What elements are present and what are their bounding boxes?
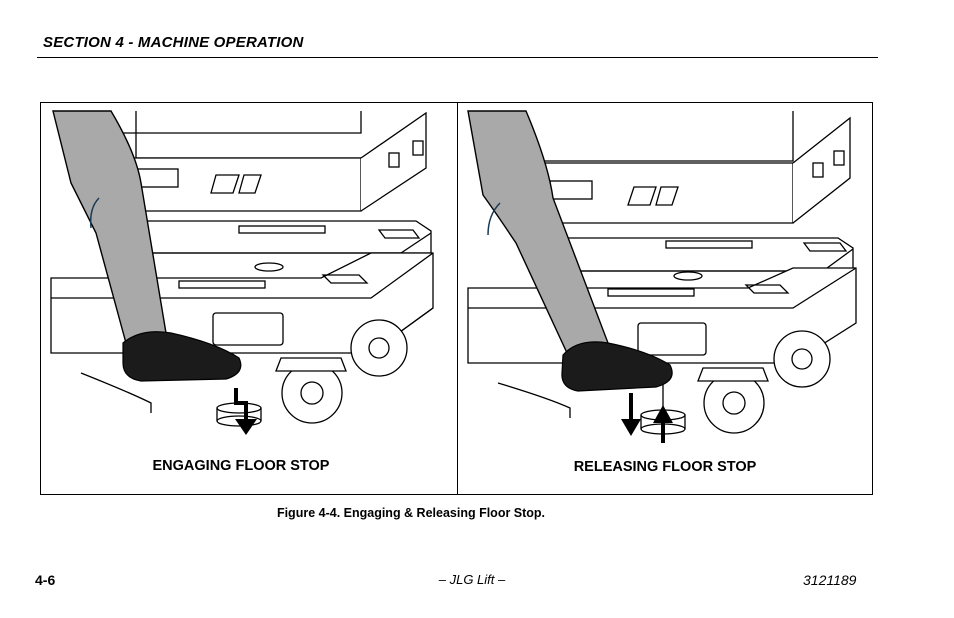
page-number: 4-6 — [35, 572, 56, 588]
panel-divider — [457, 103, 458, 494]
header-rule — [37, 57, 878, 58]
operator-shoe — [122, 331, 242, 382]
panel-engaging: ENGAGING FLOOR STOP — [41, 103, 457, 494]
section-title: SECTION 4 - MACHINE OPERATION — [43, 34, 304, 51]
figure-box: ENGAGING FLOOR STOP — [40, 102, 873, 495]
releasing-caption: RELEASING FLOOR STOP — [573, 459, 757, 475]
footer-brand: – JLG Lift – — [438, 572, 506, 587]
figure-caption: Figure 4-4. Engaging & Releasing Floor S… — [0, 506, 954, 520]
engaging-illustration — [50, 110, 434, 435]
doc-number: 3121189 — [803, 572, 857, 588]
operator-leg — [467, 110, 609, 356]
figure-caption-text: Figure 4-4. Engaging & Releasing Floor S… — [276, 506, 546, 520]
panel-releasing: RELEASING FLOOR STOP — [458, 103, 872, 494]
releasing-illustration — [467, 110, 857, 443]
engaging-caption: ENGAGING FLOOR STOP — [152, 458, 330, 474]
footer-center: – JLG Lift – — [0, 572, 954, 587]
operator-shoe — [561, 341, 673, 392]
